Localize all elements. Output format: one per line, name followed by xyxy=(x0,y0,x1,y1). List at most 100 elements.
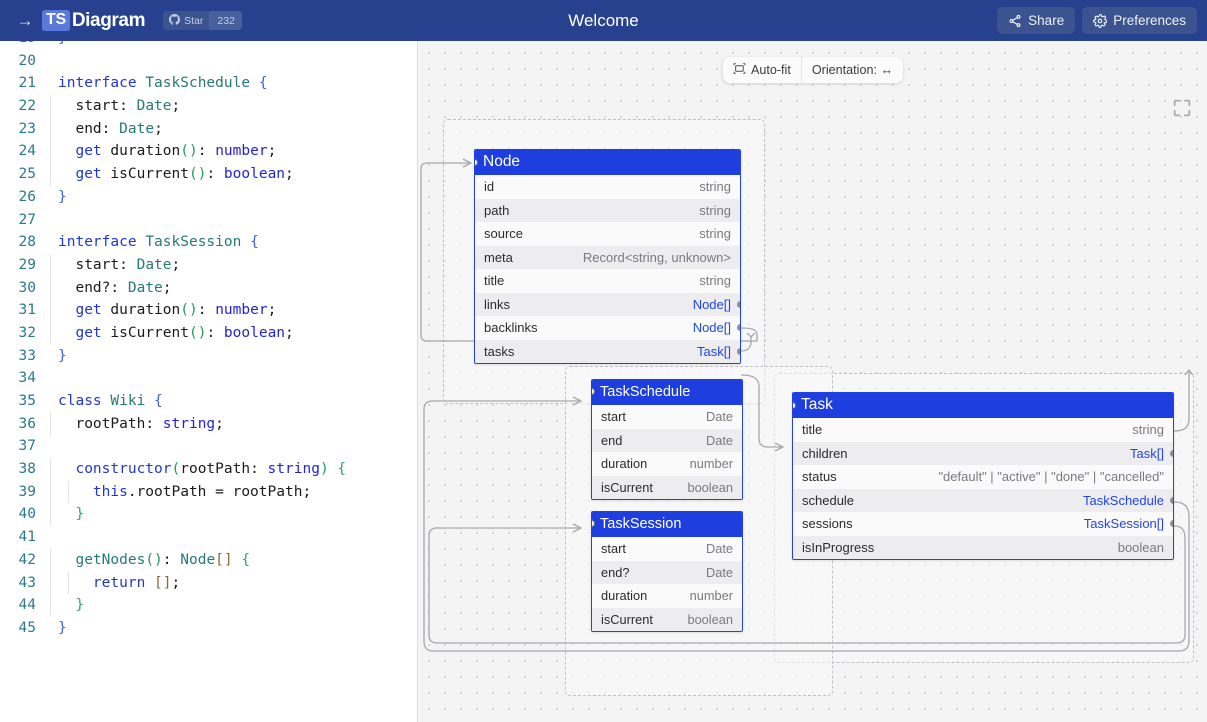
indent-guide xyxy=(50,412,51,436)
entity-anchor-right[interactable] xyxy=(1170,449,1173,457)
field-type[interactable]: Node[] xyxy=(692,320,731,336)
diagram-toolbar: Auto-fit Orientation: ↔ xyxy=(722,57,904,83)
brand-logo[interactable]: TS Diagram xyxy=(42,10,145,32)
code-token: ; xyxy=(215,415,224,432)
toolbar-divider xyxy=(800,57,802,83)
code-text: get duration(): number; xyxy=(46,140,276,164)
code-token: () xyxy=(188,324,207,341)
back-arrow-icon[interactable]: → xyxy=(16,11,34,30)
code-line: 22 start: Date; xyxy=(0,95,417,118)
line-number: 41 xyxy=(18,529,36,546)
code-token: get xyxy=(75,302,102,319)
code-token: string xyxy=(162,415,216,432)
header-actions: Share Preferences xyxy=(997,7,1197,34)
code-token: { xyxy=(258,75,268,92)
entity-title[interactable]: TaskSession xyxy=(592,512,742,537)
code-token: interface xyxy=(58,234,137,251)
entity-anchor-right[interactable] xyxy=(737,300,740,308)
code-token xyxy=(145,393,154,409)
code-token: () xyxy=(180,143,198,160)
entity-anchor-right[interactable] xyxy=(1170,496,1173,504)
share-button[interactable]: Share xyxy=(997,7,1076,34)
line-number: 22 xyxy=(18,98,36,115)
code-token: : xyxy=(162,551,181,568)
field-type: boolean xyxy=(687,479,733,495)
entity-title[interactable]: Task xyxy=(793,393,1173,418)
field-type: number xyxy=(689,456,733,472)
code-token: duration xyxy=(101,302,181,319)
fullscreen-icon[interactable] xyxy=(1171,97,1193,119)
code-token: ; xyxy=(267,302,277,319)
line-number: 30 xyxy=(18,279,36,296)
code-token: Date xyxy=(136,98,172,115)
entity-title[interactable]: TaskSchedule xyxy=(592,380,742,405)
code-token: : xyxy=(119,256,137,273)
code-token: isCurrent xyxy=(101,166,189,183)
code-token: .rootPath = rootPath; xyxy=(127,483,312,500)
field-name: source xyxy=(484,226,524,242)
field-name: backlinks xyxy=(484,320,538,336)
github-star-count: 232 xyxy=(210,11,242,30)
orientation-button[interactable]: Orientation: ↔ xyxy=(802,57,903,83)
indent-guide xyxy=(50,140,51,164)
code-token: TaskSchedule xyxy=(145,75,251,92)
field-type: boolean xyxy=(1117,539,1164,555)
code-text: constructor(rootPath: string) { xyxy=(46,458,346,481)
indent-guide xyxy=(50,276,51,300)
indent-guide xyxy=(68,480,69,504)
code-token: string xyxy=(267,461,320,478)
indent-guide xyxy=(50,95,51,118)
entity-title[interactable]: Node xyxy=(475,150,740,175)
code-line: 38 constructor(rootPath: string) { xyxy=(0,458,417,481)
app-header: → TS Diagram Star 232 Welcome Share Pref… xyxy=(0,0,1207,41)
code-text: get duration(): number; xyxy=(46,299,276,322)
code-token: { xyxy=(154,393,163,409)
line-number: 35 xyxy=(18,393,36,409)
github-star-badge[interactable]: Star 232 xyxy=(163,11,242,30)
field-name: id xyxy=(484,179,495,195)
entity-anchor-right[interactable] xyxy=(737,324,740,331)
line-number: 42 xyxy=(18,551,36,568)
github-icon xyxy=(169,13,181,28)
code-token: : xyxy=(145,415,163,432)
code-text: } xyxy=(46,503,84,527)
auto-fit-button[interactable]: Auto-fit xyxy=(723,57,801,83)
indent-guide xyxy=(50,458,51,481)
code-token: class xyxy=(58,393,102,409)
entity-anchor-right[interactable] xyxy=(1170,520,1173,527)
code-token: : xyxy=(206,166,224,183)
code-text: interface TaskSession { xyxy=(46,231,259,254)
code-token: [] xyxy=(215,551,233,568)
code-token: ; xyxy=(154,120,163,137)
code-line: 26} xyxy=(0,186,417,209)
code-token: : xyxy=(119,98,137,115)
indent-guide xyxy=(50,117,51,141)
line-number: 34 xyxy=(18,370,36,387)
field-type[interactable]: Task[] xyxy=(697,343,731,359)
code-token: getNodes xyxy=(75,551,146,568)
line-number: 19 xyxy=(0,41,46,50)
field-type[interactable]: TaskSession[] xyxy=(1083,516,1164,532)
field-type[interactable]: Task[] xyxy=(1130,445,1164,461)
field-type[interactable]: TaskSchedule xyxy=(1083,492,1164,508)
field-type[interactable]: Node[] xyxy=(692,296,731,312)
code-token: ; xyxy=(171,98,181,115)
preferences-button[interactable]: Preferences xyxy=(1082,7,1197,34)
entity-anchor-right[interactable] xyxy=(737,347,740,355)
indent-guide xyxy=(50,480,51,504)
code-token: start xyxy=(75,98,120,115)
share-icon xyxy=(1008,14,1022,28)
